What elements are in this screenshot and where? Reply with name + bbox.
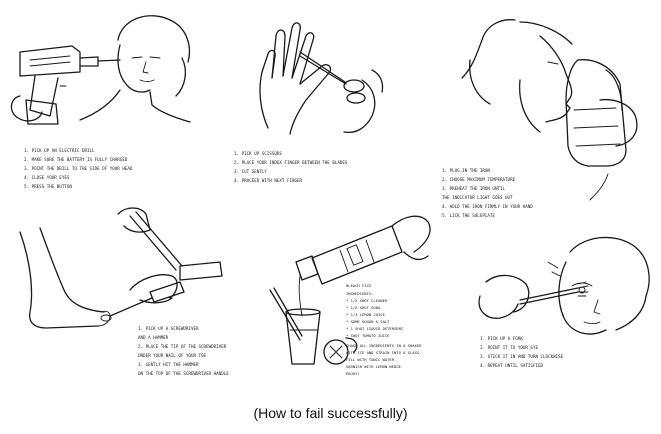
panel-fork-step: 1. PICK UP A FORK (480, 336, 523, 341)
panel-scissors-step: 1. PICK UP SCISSORS (234, 151, 282, 156)
panel-scissors-step: 3. CUT GENTLY (234, 169, 267, 174)
panel-bleach-line: * 1/2 SHOT CLEANER (346, 298, 388, 303)
panel-bleach-line: * SOME SUGAR & SALT (346, 319, 390, 324)
panel-fork-step: 2. POINT IT TO YOUR EYE (480, 345, 538, 350)
panel-bleach-line: FILL WITH TONIC WATER. (346, 357, 396, 362)
panel-iron-step: 4. HOLD THE IRON FIRMLY IN YOUR HAND (442, 204, 533, 209)
panel-fork: 1. PICK UP A FORK 2. POINT IT TO YOUR EY… (478, 236, 650, 368)
panel-drill-step: 3. POINT THE DRILL TO THE SIDE OF YOUR H… (24, 166, 133, 171)
panel-bleach-line: GARNISH WITH LEMON WEDGE. (346, 364, 403, 369)
panel-hammer-step: AND A HAMMER (138, 335, 169, 340)
panel-bleach-line: INGREDIENTS: (346, 291, 373, 296)
panel-iron-step: 1. PLUG IN THE IRON (442, 168, 490, 173)
panel-drill-step: 2. MAKE SURE THE BATTERY IS FULLY CHARGE… (24, 157, 128, 162)
panel-hammer: 1. PICK UP A SCREWDRIVER AND A HAMMER 2.… (19, 207, 229, 376)
panel-drill-step: 1. PICK UP AN ELECTRIC DRILL (24, 148, 95, 153)
panel-bleach-line: * 1/3 LEMON JUICE (346, 312, 386, 317)
panel-drill: 1. PICK UP AN ELECTRIC DRILL 2. MAKE SUR… (10, 15, 191, 189)
panel-iron-step: 2. CHOOSE MAXIMUM TEMPERATURE (442, 177, 516, 182)
drill-to-head-icon (10, 15, 191, 125)
panel-drill-step: 5. PRESS THE BUTTON (24, 184, 72, 189)
panel-bleach-line: * 1/2 SHOT SODA (346, 305, 381, 310)
panel-iron-step: 5. LICK THE SOLEPLATE (442, 213, 495, 218)
panel-iron-step: THE INDICATOR LIGHT GOES OUT (442, 195, 513, 200)
iron-face-icon (461, 19, 638, 201)
bleach-drink-icon (269, 215, 431, 365)
panel-hammer-step: 1. PICK UP A SCREWDRIVER (138, 326, 199, 331)
fork-eye-icon (478, 236, 650, 335)
panel-scissors: 1. PICK UP SCISSORS 2. PLACE YOUR INDEX … (234, 22, 384, 183)
panel-bleach-line: * 1 SHOT LIQUID DETERGENT (346, 326, 404, 331)
panel-bleach-line: BLEACH FIZZ (346, 283, 372, 288)
panel-hammer-step: ON THE TOP OF THE SCREWDRIVER HANDLE (138, 371, 229, 376)
panel-scissors-step: 2. PLACE YOUR INDEX FINGER BETWEEN THE B… (234, 160, 348, 165)
panel-drill-step: 4. CLOSE YOUR EYES (24, 175, 70, 180)
panel-bleach: BLEACH FIZZ INGREDIENTS: * 1/2 SHOT CLEA… (269, 215, 431, 376)
panel-scissors-step: 4. PROCEED WITH NEXT FINGER (234, 178, 303, 183)
panel-bleach-line: ENJOY! (346, 371, 360, 376)
panel-hammer-step: 3. GENTLY HIT THE HAMMER (138, 362, 199, 367)
figure-caption: (How to fail successfully) (253, 405, 408, 421)
panel-bleach-line: WITH ICE AND STRAIN INTO A GLASS. (346, 350, 421, 355)
scissors-hand-icon (259, 22, 384, 135)
panel-hammer-step: UNDER YOUR NAIL OF YOUR TOE (138, 353, 207, 358)
panel-bleach-line: SHAKE ALL INGREDIENTS IN A SHAKER (346, 343, 422, 348)
hammer-toe-icon (19, 207, 223, 329)
panel-iron-step: 3. PREHEAT THE IRON UNTIL (442, 186, 506, 191)
panel-hammer-step: 2. PLACE THE TIP OF THE SCREWDRIVER (138, 344, 227, 349)
panel-fork-step: 4. REPEAT UNTIL SATISFIED (480, 363, 544, 368)
illustration-sheet: 1. PICK UP AN ELECTRIC DRILL 2. MAKE SUR… (10, 15, 650, 376)
panel-fork-step: 3. STICK IT IN AND TURN CLOCKWISE (480, 354, 564, 359)
panel-iron: 1. PLUG IN THE IRON 2. CHOOSE MAXIMUM TE… (442, 19, 638, 218)
panel-bleach-line: * SHOT TOMATO JUICE (346, 333, 390, 338)
